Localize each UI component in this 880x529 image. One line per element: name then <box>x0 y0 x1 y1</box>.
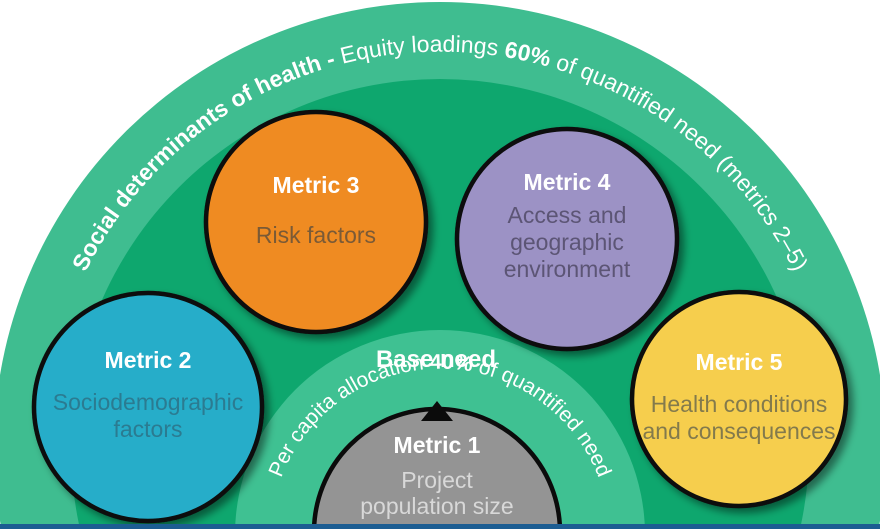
metric-1-subtitle-line: Project <box>401 467 473 493</box>
metric-3-circle <box>203 109 429 335</box>
metric-5-circle-group: Metric 5 Health conditions and consequen… <box>629 289 849 509</box>
metric-5-subtitle-line: Health conditions <box>651 391 827 417</box>
metric-4-subtitle-line: environment <box>504 256 631 282</box>
metric-2-subtitle-line: Sociodemographic <box>53 389 244 415</box>
base-arc-percent: 40% <box>430 351 482 378</box>
metric-4-subtitle-line: Access and <box>508 202 627 228</box>
metric-3-subtitle: Risk factors <box>256 222 376 248</box>
metric-5-title: Metric 5 <box>696 349 783 375</box>
bottom-baseline-rule <box>0 524 880 529</box>
metric-2-title: Metric 2 <box>105 347 192 373</box>
metric-4-title: Metric 4 <box>524 169 611 195</box>
metric-2-circle <box>31 290 265 524</box>
metric-1-circle-group: Metric 1 Project population size <box>311 401 563 529</box>
metric-5-circle <box>629 289 849 509</box>
base-need-heading: Base need <box>376 346 496 373</box>
metric-4-circle-group: Metric 4 Access and geographic environme… <box>454 126 680 352</box>
metric-2-subtitle-line: factors <box>113 416 182 442</box>
metric-4-circle <box>454 126 680 352</box>
metric-4-subtitle-line: geographic <box>510 229 624 255</box>
metric-3-circle-group: Metric 3 Risk factors <box>203 109 429 335</box>
metric-1-subtitle-line: population size <box>360 493 513 519</box>
metric-5-subtitle-line: and consequences <box>642 418 835 444</box>
metric-2-circle-group: Metric 2 Sociodemographic factors <box>31 290 265 524</box>
metric-1-pointer-notch-icon <box>421 401 453 421</box>
metric-3-title: Metric 3 <box>273 172 360 198</box>
metric-1-title: Metric 1 <box>394 432 481 458</box>
